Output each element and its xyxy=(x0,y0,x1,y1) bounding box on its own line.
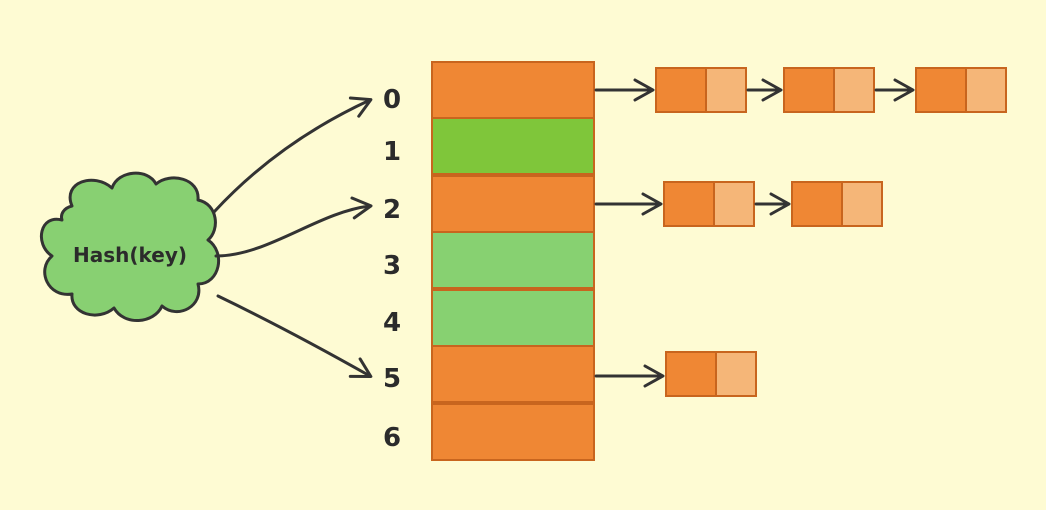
bucket-label-4: 4 xyxy=(383,308,401,338)
node-data-cell xyxy=(791,181,843,227)
node-data-cell xyxy=(783,67,835,113)
hash-arrow-to-5 xyxy=(216,294,373,378)
hash-arrows xyxy=(212,96,373,378)
bucket-label-1: 1 xyxy=(383,137,401,167)
chain-node xyxy=(783,67,875,113)
bucket-array xyxy=(431,61,595,461)
node-next-cell xyxy=(965,67,1007,113)
chain-node xyxy=(915,67,1007,113)
node-data-cell xyxy=(665,351,717,397)
chain-bucket-0 xyxy=(594,67,1007,113)
bucket-label-0: 0 xyxy=(383,85,401,115)
node-next-cell xyxy=(715,351,757,397)
bucket-labels: 0 1 2 3 4 5 6 xyxy=(383,85,401,453)
bucket-5 xyxy=(431,345,595,403)
bucket-label-2: 2 xyxy=(383,195,401,225)
bucket-label-3: 3 xyxy=(383,251,401,281)
node-data-cell xyxy=(655,67,707,113)
bucket-0 xyxy=(431,61,595,119)
chain-bucket-2 xyxy=(594,181,883,227)
chain-node xyxy=(655,67,747,113)
bucket-4 xyxy=(431,289,595,347)
hash-arrow-to-0 xyxy=(212,96,373,214)
chain-node xyxy=(665,351,757,397)
bucket-label-6: 6 xyxy=(383,423,401,453)
hash-arrow-to-2 xyxy=(214,196,373,258)
hash-function-cloud: Hash(key) xyxy=(40,171,220,322)
chain-node xyxy=(663,181,755,227)
bucket-3 xyxy=(431,231,595,289)
chain-bucket-5 xyxy=(594,351,757,397)
bucket-2 xyxy=(431,175,595,233)
bucket-label-5: 5 xyxy=(383,364,401,394)
bucket-1 xyxy=(431,117,595,175)
cloud-shape xyxy=(40,171,220,322)
node-next-cell xyxy=(705,67,747,113)
node-next-cell xyxy=(833,67,875,113)
chain-node xyxy=(791,181,883,227)
node-next-cell xyxy=(713,181,755,227)
node-data-cell xyxy=(915,67,967,113)
bucket-6 xyxy=(431,403,595,461)
hash-function-label: Hash(key) xyxy=(73,243,187,267)
node-data-cell xyxy=(663,181,715,227)
node-next-cell xyxy=(841,181,883,227)
